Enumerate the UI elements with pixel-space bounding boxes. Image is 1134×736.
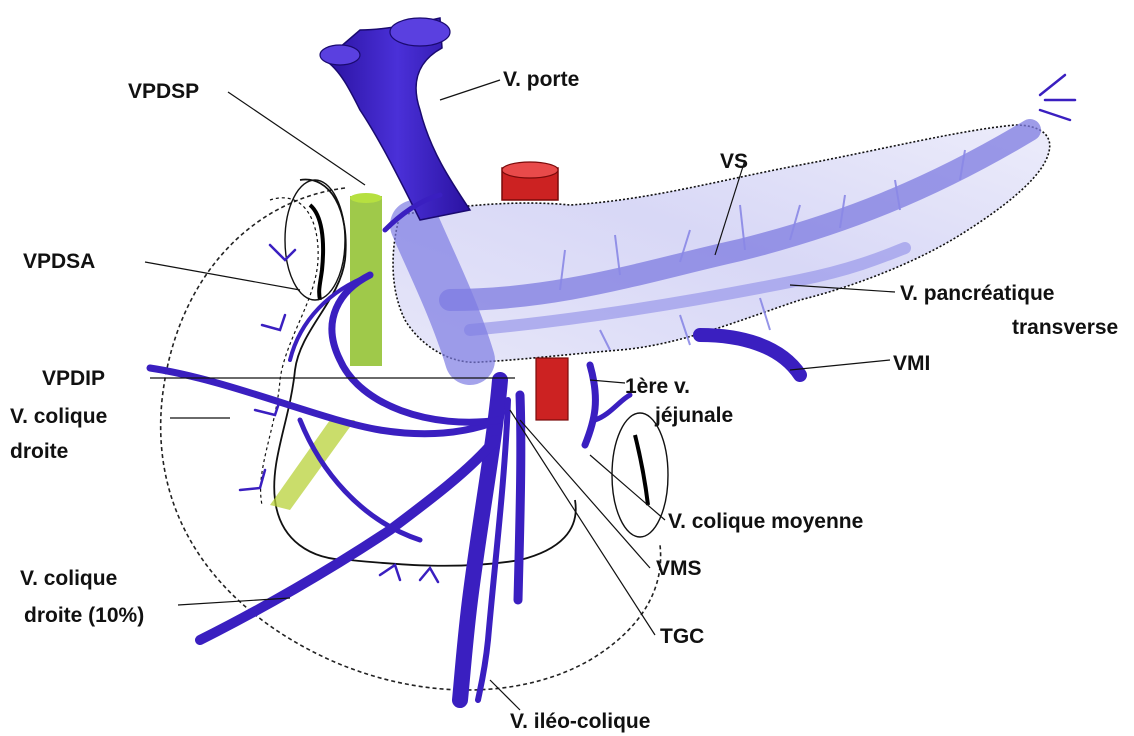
label-v-ileo-colique: V. iléo-colique (510, 710, 650, 733)
label-jejunale: jéjunale (654, 404, 733, 427)
label-v-porte: V. porte (503, 68, 579, 91)
label-1ere-v: 1ère v. (625, 375, 690, 398)
bile-duct (270, 193, 382, 510)
label-v-colique-droite-10: V. colique (20, 567, 117, 590)
label-droite-10: droite (10%) (24, 604, 144, 627)
label-transverse: transverse (1012, 316, 1118, 339)
label-v-pancreatique: V. pancréatique (900, 282, 1054, 305)
label-vpdsa: VPDSA (23, 250, 95, 273)
label-droite: droite (10, 440, 68, 463)
label-v-colique-droite: V. colique (10, 405, 107, 428)
label-vpdsp: VPDSP (128, 80, 199, 103)
label-vpdip: VPDIP (42, 367, 105, 390)
label-vms: VMS (656, 557, 702, 580)
label-tgc: TGC (660, 625, 704, 648)
label-vmi: VMI (893, 352, 930, 375)
label-v-colique-moyenne: V. colique moyenne (668, 510, 863, 533)
label-vs: VS (720, 150, 748, 173)
portal-vein (320, 18, 470, 220)
